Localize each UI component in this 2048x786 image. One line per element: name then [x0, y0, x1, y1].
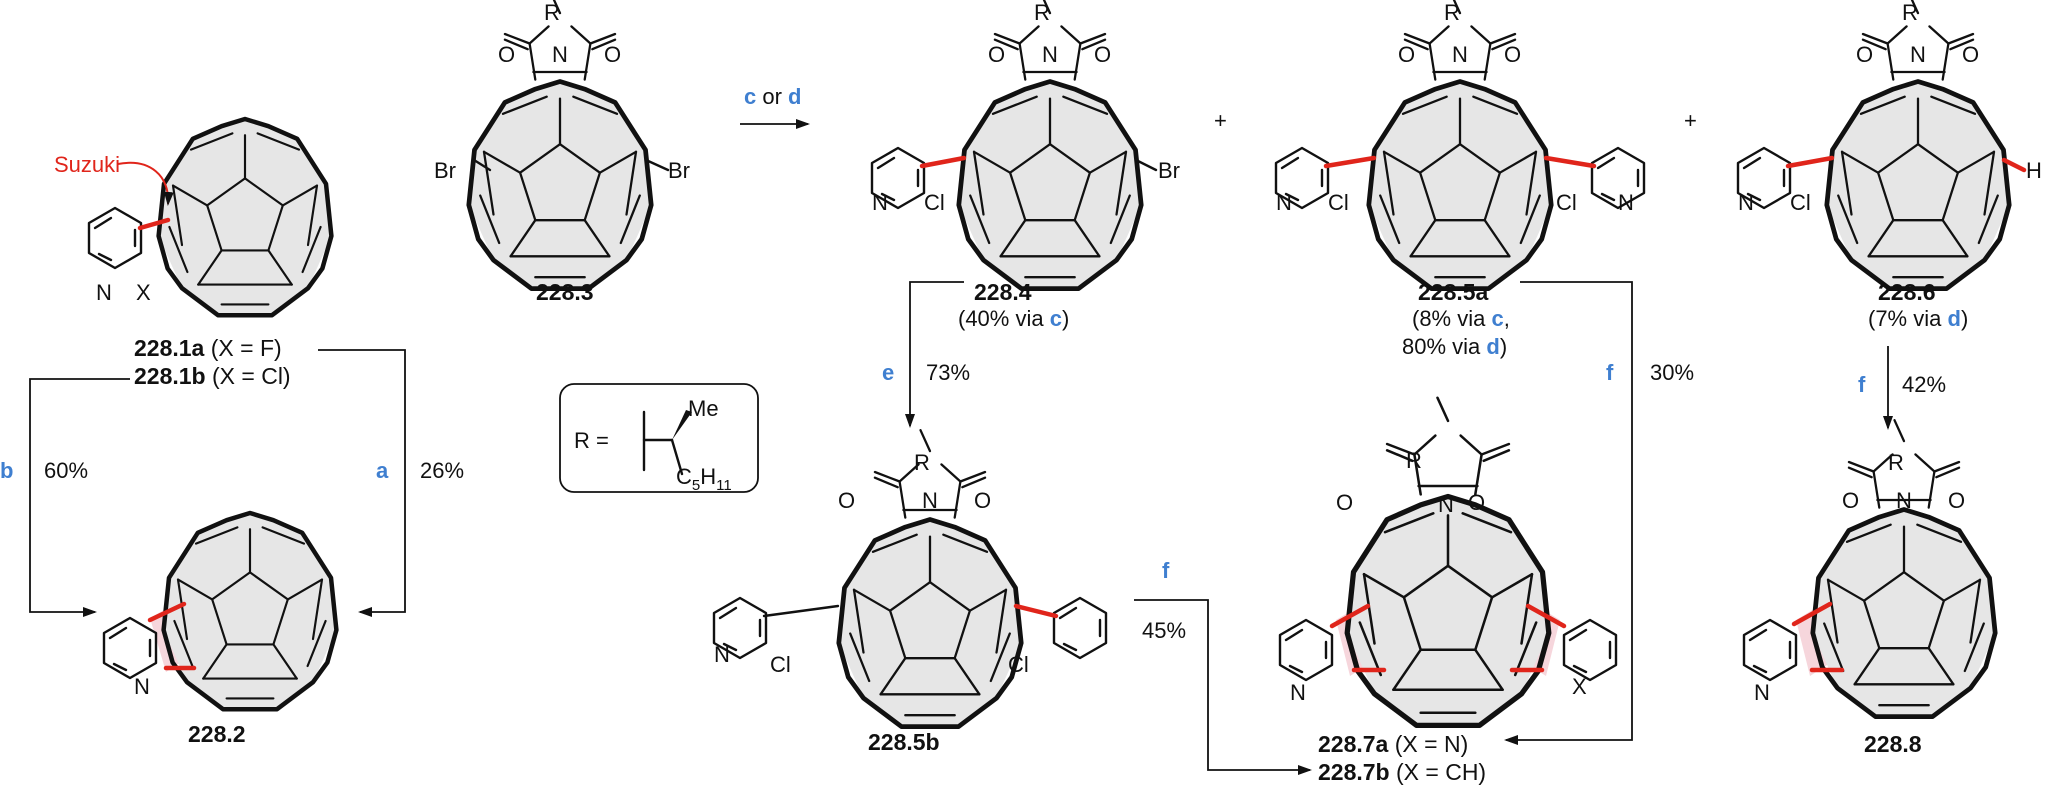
- structure-228-7: O N O R N X: [1278, 396, 1618, 726]
- atom-x: X: [136, 280, 151, 305]
- compound-228-1b: 228.1b (X = Cl): [134, 363, 291, 389]
- atom-o: O: [604, 42, 621, 67]
- atom-cl: Cl: [1008, 652, 1029, 677]
- compound-228-1a: 228.1a (X = F): [134, 335, 282, 361]
- atom-n: N: [1618, 190, 1634, 215]
- compound-228-5a: 228.5a: [1418, 279, 1489, 305]
- compound-228-3: 228.3: [536, 279, 594, 305]
- yield-228-6: (7% via d): [1868, 306, 1968, 331]
- structure-228-3: O N O R Br Br: [434, 0, 690, 289]
- atom-cl: Cl: [1790, 190, 1811, 215]
- atom-o: O: [988, 42, 1005, 67]
- condition-f-6: f: [1858, 372, 1866, 397]
- structure-228-2: N: [102, 513, 336, 709]
- arrow-a: [318, 349, 406, 617]
- atom-o: O: [1336, 490, 1353, 515]
- atom-o: O: [1962, 42, 1979, 67]
- atom-o: O: [1504, 42, 1521, 67]
- arrow-e: [905, 281, 964, 428]
- condition-b: b: [0, 458, 13, 483]
- condition-f-5b: f: [1162, 558, 1170, 583]
- compound-228-7a: 228.7a (X = N): [1318, 731, 1468, 757]
- atom-n: N: [96, 280, 112, 305]
- atom-cl: Cl: [1328, 190, 1349, 215]
- structure-228-5b: O N O R N Cl Cl: [712, 429, 1108, 726]
- atom-n: N: [872, 190, 888, 215]
- yield-f-5b: 45%: [1142, 618, 1186, 643]
- arrow-f-5b: [1134, 599, 1312, 775]
- atom-cl: Cl: [924, 190, 945, 215]
- atom-n: N: [922, 488, 938, 513]
- atom-r: R: [1444, 0, 1460, 25]
- atom-r: R: [1888, 450, 1904, 475]
- atom-n: N: [714, 642, 730, 667]
- condition-a: a: [376, 458, 389, 483]
- atom-n: N: [1276, 190, 1292, 215]
- r-definition: R =: [574, 428, 609, 453]
- compound-228-5b: 228.5b: [868, 729, 940, 755]
- structure-228-4: O N O R N Cl Br: [870, 0, 1180, 289]
- atom-br-right: Br: [668, 158, 690, 183]
- yield-e: 73%: [926, 360, 970, 385]
- atom-r: R: [1406, 448, 1422, 473]
- structure-228-1: N X Suzuki: [54, 119, 331, 315]
- suzuki-arrow: [117, 161, 174, 206]
- atom-n: N: [134, 674, 150, 699]
- plus-2: +: [1684, 108, 1697, 133]
- atom-br-left: Br: [434, 158, 456, 183]
- atom-n: N: [1738, 190, 1754, 215]
- atom-o: O: [498, 42, 515, 67]
- atom-o: O: [1094, 42, 1111, 67]
- suzuki-label: Suzuki: [54, 152, 120, 177]
- condition-c-or-d: c or d: [744, 84, 802, 109]
- atom-o-right: O: [1468, 490, 1485, 515]
- structure-228-8: O N O R N: [1742, 419, 1995, 716]
- atom-n: N: [1452, 42, 1468, 67]
- r-group-box: R = Me C5H11: [559, 383, 759, 494]
- yield-b: 60%: [44, 458, 88, 483]
- atom-r: R: [914, 450, 930, 475]
- atom-r: R: [544, 0, 560, 25]
- structure-228-5a: O N O R N Cl Cl N: [1274, 0, 1646, 289]
- atom-n: N: [1910, 42, 1926, 67]
- compound-228-6: 228.6: [1878, 279, 1936, 305]
- atom-o: O: [974, 488, 991, 513]
- me-label: Me: [688, 396, 719, 421]
- atom-r: R: [1902, 0, 1918, 25]
- condition-e: e: [882, 360, 894, 385]
- atom-n: N: [1042, 42, 1058, 67]
- yield-f-5a: 30%: [1650, 360, 1694, 385]
- atom-o: O: [1948, 488, 1965, 513]
- atom-n: N: [552, 42, 568, 67]
- atom-n: N: [1754, 680, 1770, 705]
- atom-n: N: [1896, 488, 1912, 513]
- atom-br: Br: [1158, 158, 1180, 183]
- yield-228-5a-1: (8% via c,: [1412, 306, 1510, 331]
- atom-o: O: [1842, 488, 1859, 513]
- atom-r: R: [1034, 0, 1050, 25]
- atom-o: O: [1856, 42, 1873, 67]
- compound-228-2: 228.2: [188, 721, 246, 747]
- compound-228-4: 228.4: [974, 279, 1032, 305]
- atom-o: O: [1398, 42, 1415, 67]
- atom-n: N: [1290, 680, 1306, 705]
- atom-o: O: [838, 488, 855, 513]
- atom-cl: Cl: [770, 652, 791, 677]
- c5h11-label: C5H11: [676, 464, 732, 494]
- atom-n: N: [1438, 492, 1454, 517]
- condition-f-5a: f: [1606, 360, 1614, 385]
- yield-228-4: (40% via c): [958, 306, 1069, 331]
- yield-a: 26%: [420, 458, 464, 483]
- compound-228-7b: 228.7b (X = CH): [1318, 759, 1486, 785]
- plus-1: +: [1214, 108, 1227, 133]
- compound-228-8: 228.8: [1864, 731, 1922, 757]
- arrow-f-5a: [1504, 281, 1633, 745]
- yield-228-5a-2: 80% via d): [1402, 334, 1507, 359]
- atom-h: H: [2026, 158, 2042, 183]
- yield-f-6: 42%: [1902, 372, 1946, 397]
- atom-x: X: [1572, 674, 1587, 699]
- atom-cl: Cl: [1556, 190, 1577, 215]
- arrow-b: [29, 378, 130, 617]
- structure-228-6: O N O R N Cl H: [1736, 0, 2042, 289]
